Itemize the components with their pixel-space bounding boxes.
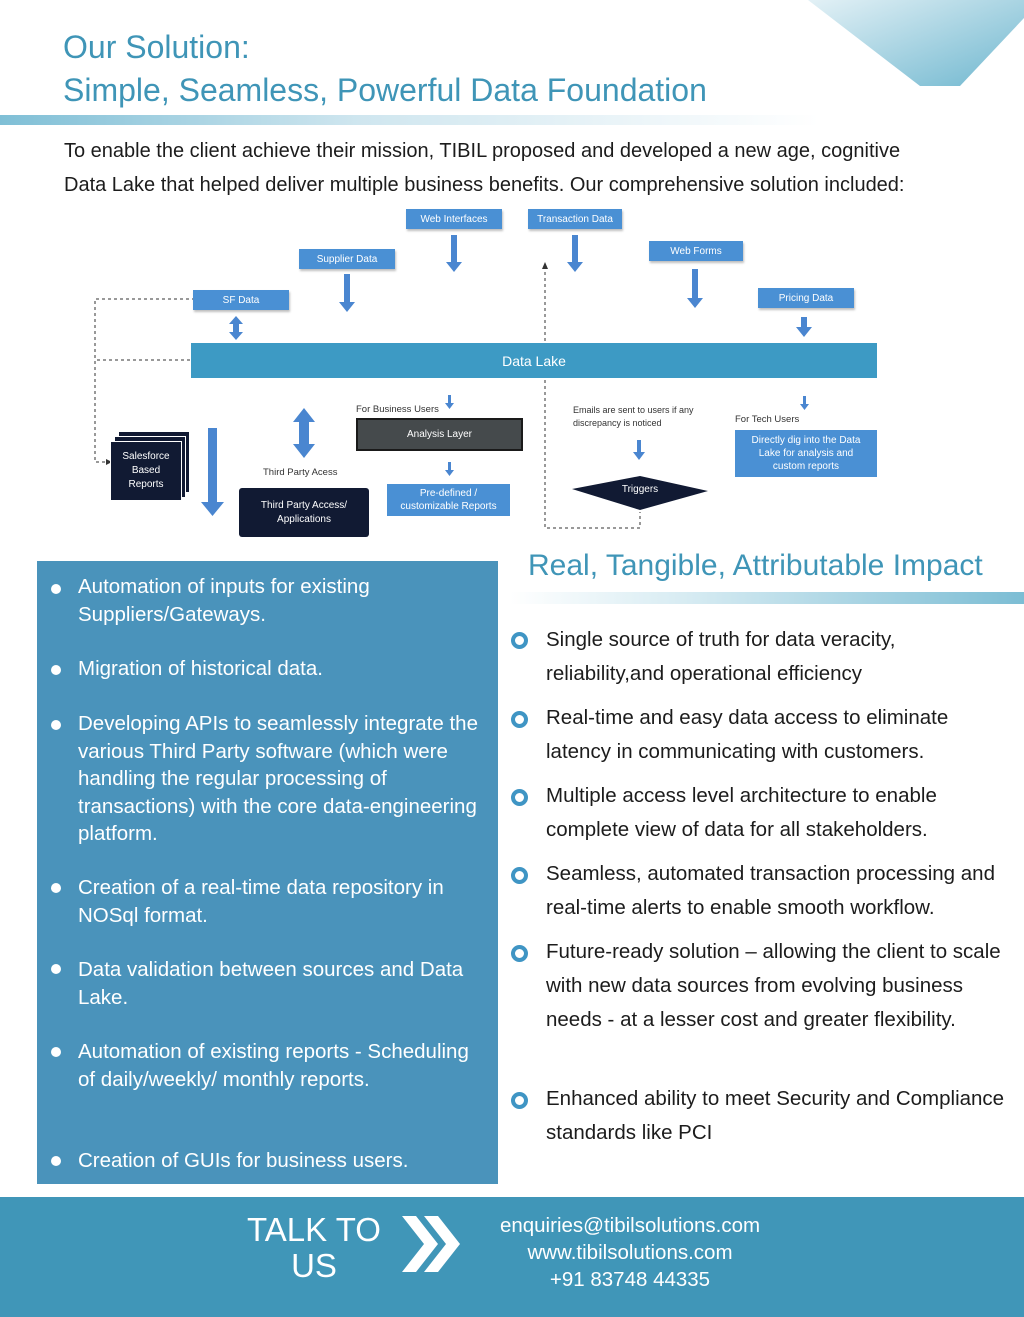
salesforce-reports-box: Salesforce Based Reports	[110, 441, 182, 501]
third-party-box: Third Party Access/ Applications	[239, 488, 369, 537]
solution-item: Creation of a real-time data repository …	[78, 876, 444, 927]
solution-item: Automation of inputs for existing Suppli…	[78, 575, 370, 626]
tech-users-box: Directly dig into the Data Lake for anal…	[735, 430, 877, 477]
triggers-label: Triggers	[621, 484, 659, 495]
bullet-ring	[511, 867, 528, 884]
impact-item: Real-time and easy data access to elimin…	[546, 706, 949, 763]
source-web-forms: Web Forms	[649, 241, 743, 261]
page-title-line2: Simple, Seamless, Powerful Data Foundati…	[63, 72, 707, 108]
title-divider	[0, 115, 1024, 125]
impact-divider	[510, 592, 1024, 604]
predefined-reports-box: Pre-defined / customizable Reports	[387, 484, 510, 516]
analysis-layer-box: Analysis Layer	[356, 418, 523, 451]
diagram-connectors	[94, 235, 812, 529]
solution-item: Developing APIs to seamlessly integrate …	[78, 712, 478, 845]
source-transaction-data: Transaction Data	[528, 209, 622, 229]
contact-email-link[interactable]: enquiries@tibilsolutions.com	[499, 1214, 761, 1237]
bullet-dot	[51, 883, 61, 893]
bullet-dot	[51, 720, 61, 730]
talk-to-us-heading: TALK TO US	[247, 1211, 381, 1284]
contact-website-link[interactable]: www.tibilsolutions.com	[527, 1241, 733, 1264]
bullet-dot	[51, 1156, 61, 1166]
tech-users-label: For Tech Users	[735, 414, 800, 425]
bullet-ring	[511, 711, 528, 728]
contact-phone: +91 83748 44335	[549, 1268, 711, 1291]
bullet-ring	[511, 789, 528, 806]
source-web-interfaces: Web Interfaces	[406, 209, 502, 229]
corner-decoration	[808, 0, 1024, 86]
solution-item: Creation of GUIs for business users.	[78, 1149, 409, 1172]
bullet-dot	[51, 1047, 61, 1057]
solution-item: Data validation between sources and Data…	[78, 958, 464, 1009]
intro-text-line1: To enable the client achieve their missi…	[64, 140, 901, 162]
contact-footer	[0, 1197, 1024, 1317]
source-pricing-data: Pricing Data	[758, 288, 854, 308]
business-users-label: For Business Users	[356, 404, 439, 415]
impact-item: Multiple access level architecture to en…	[546, 784, 937, 841]
bullet-ring	[511, 1092, 528, 1109]
impact-item: Seamless, automated transaction processi…	[546, 862, 995, 919]
impact-item: Single source of truth for data veracity…	[546, 628, 896, 685]
impact-item: Enhanced ability to meet Security and Co…	[546, 1087, 1005, 1144]
bullet-dot	[51, 665, 61, 675]
intro-text-line2: Data Lake that helped deliver multiple b…	[64, 174, 905, 196]
solution-item: Migration of historical data.	[78, 657, 323, 680]
page-title-line1: Our Solution:	[63, 29, 250, 65]
bullet-dot	[51, 584, 61, 594]
impact-item: Future-ready solution – allowing the cli…	[546, 940, 1001, 1031]
data-lake-bar: Data Lake	[191, 343, 877, 378]
bullet-ring	[511, 632, 528, 649]
double-chevron-icon	[402, 1216, 460, 1272]
source-supplier-data: Supplier Data	[299, 249, 395, 269]
bullet-ring	[511, 945, 528, 962]
impact-title: Real, Tangible, Attributable Impact	[528, 549, 983, 582]
bullet-dot	[51, 964, 61, 974]
architecture-diagram: Web Interfaces Transaction Data Supplier…	[0, 200, 1024, 550]
source-sf-data: SF Data	[193, 290, 289, 310]
solution-panel: Automation of inputs for existing Suppli…	[37, 561, 498, 1184]
solution-item: Automation of existing reports - Schedul…	[78, 1040, 469, 1091]
emails-note: Emails are sent to users if any discrepa…	[573, 405, 694, 428]
third-party-label: Third Party Acess	[263, 467, 338, 478]
